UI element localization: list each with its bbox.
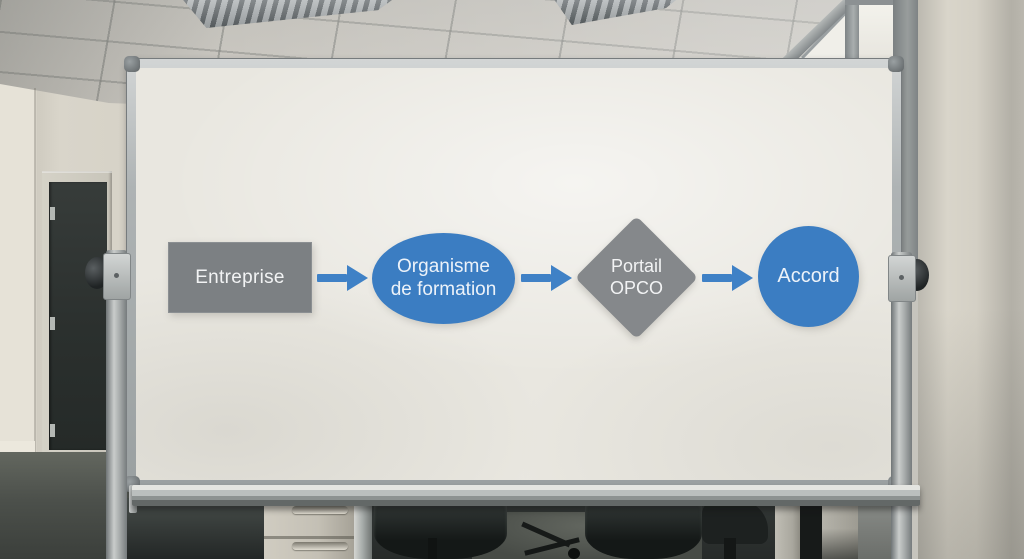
flow-node-accord: Accord xyxy=(758,226,859,327)
partition-panel xyxy=(775,498,800,559)
shadow-panel xyxy=(126,498,264,559)
chairs-area xyxy=(372,498,775,559)
chair-post xyxy=(428,538,437,559)
arrow-right-icon xyxy=(551,265,572,291)
flow-node-entreprise: Entreprise xyxy=(168,242,312,313)
flow-node-label-line: de formation xyxy=(390,278,497,300)
door-hinge xyxy=(50,424,55,437)
arrow-right-icon xyxy=(347,265,368,291)
desk-leg xyxy=(354,498,372,559)
flow-node-label-line: OPCO xyxy=(609,277,663,298)
office-chair xyxy=(585,498,702,559)
flow-node-label: Entreprise xyxy=(195,266,285,288)
marker-tray xyxy=(132,485,920,506)
stand-hinge-clamp xyxy=(888,255,916,302)
office-chair xyxy=(374,498,507,559)
chair-post xyxy=(724,538,736,559)
arrow-shaft xyxy=(521,274,551,282)
chair-caster xyxy=(568,548,580,559)
stand-pole-right xyxy=(891,252,912,559)
skirting-board xyxy=(0,441,35,454)
connector-arrow xyxy=(702,265,753,291)
dark-door xyxy=(49,182,107,450)
wall-pillar xyxy=(918,0,1024,559)
connector-arrow xyxy=(317,265,368,291)
flow-node-organisme-de-formation: Organisme de formation xyxy=(372,233,515,324)
stand-pole-left xyxy=(106,250,127,559)
drawer-handle xyxy=(292,542,348,550)
drawer-handle xyxy=(292,506,348,514)
flow-node-portail-opco: Portail OPCO xyxy=(574,215,699,340)
chair-armrest xyxy=(702,500,768,544)
flow-node-label-line: Portail xyxy=(610,255,663,276)
door-hinge xyxy=(50,317,55,330)
shadow-panel xyxy=(800,498,822,559)
wall-corner-line xyxy=(34,88,36,462)
window-frame-bar xyxy=(845,0,893,5)
frame-corner-cap xyxy=(124,56,140,72)
drawer-divider xyxy=(264,536,354,539)
window-mullion xyxy=(845,0,859,66)
arrow-right-icon xyxy=(732,265,753,291)
flow-node-label-line: Organisme xyxy=(397,256,490,278)
file-cabinet xyxy=(264,498,354,559)
arrow-shaft xyxy=(702,274,732,282)
arrow-shaft xyxy=(317,274,347,282)
frame-corner-cap xyxy=(888,56,904,72)
door-hinge xyxy=(50,207,55,220)
stand-hinge-clamp xyxy=(103,253,131,300)
office-furniture-area xyxy=(126,498,902,559)
connector-arrow xyxy=(521,265,572,291)
flow-node-label: Accord xyxy=(777,265,840,287)
flow-node-label: Portail OPCO xyxy=(593,234,680,321)
partition-panel xyxy=(822,498,858,559)
window-pane xyxy=(859,0,893,66)
